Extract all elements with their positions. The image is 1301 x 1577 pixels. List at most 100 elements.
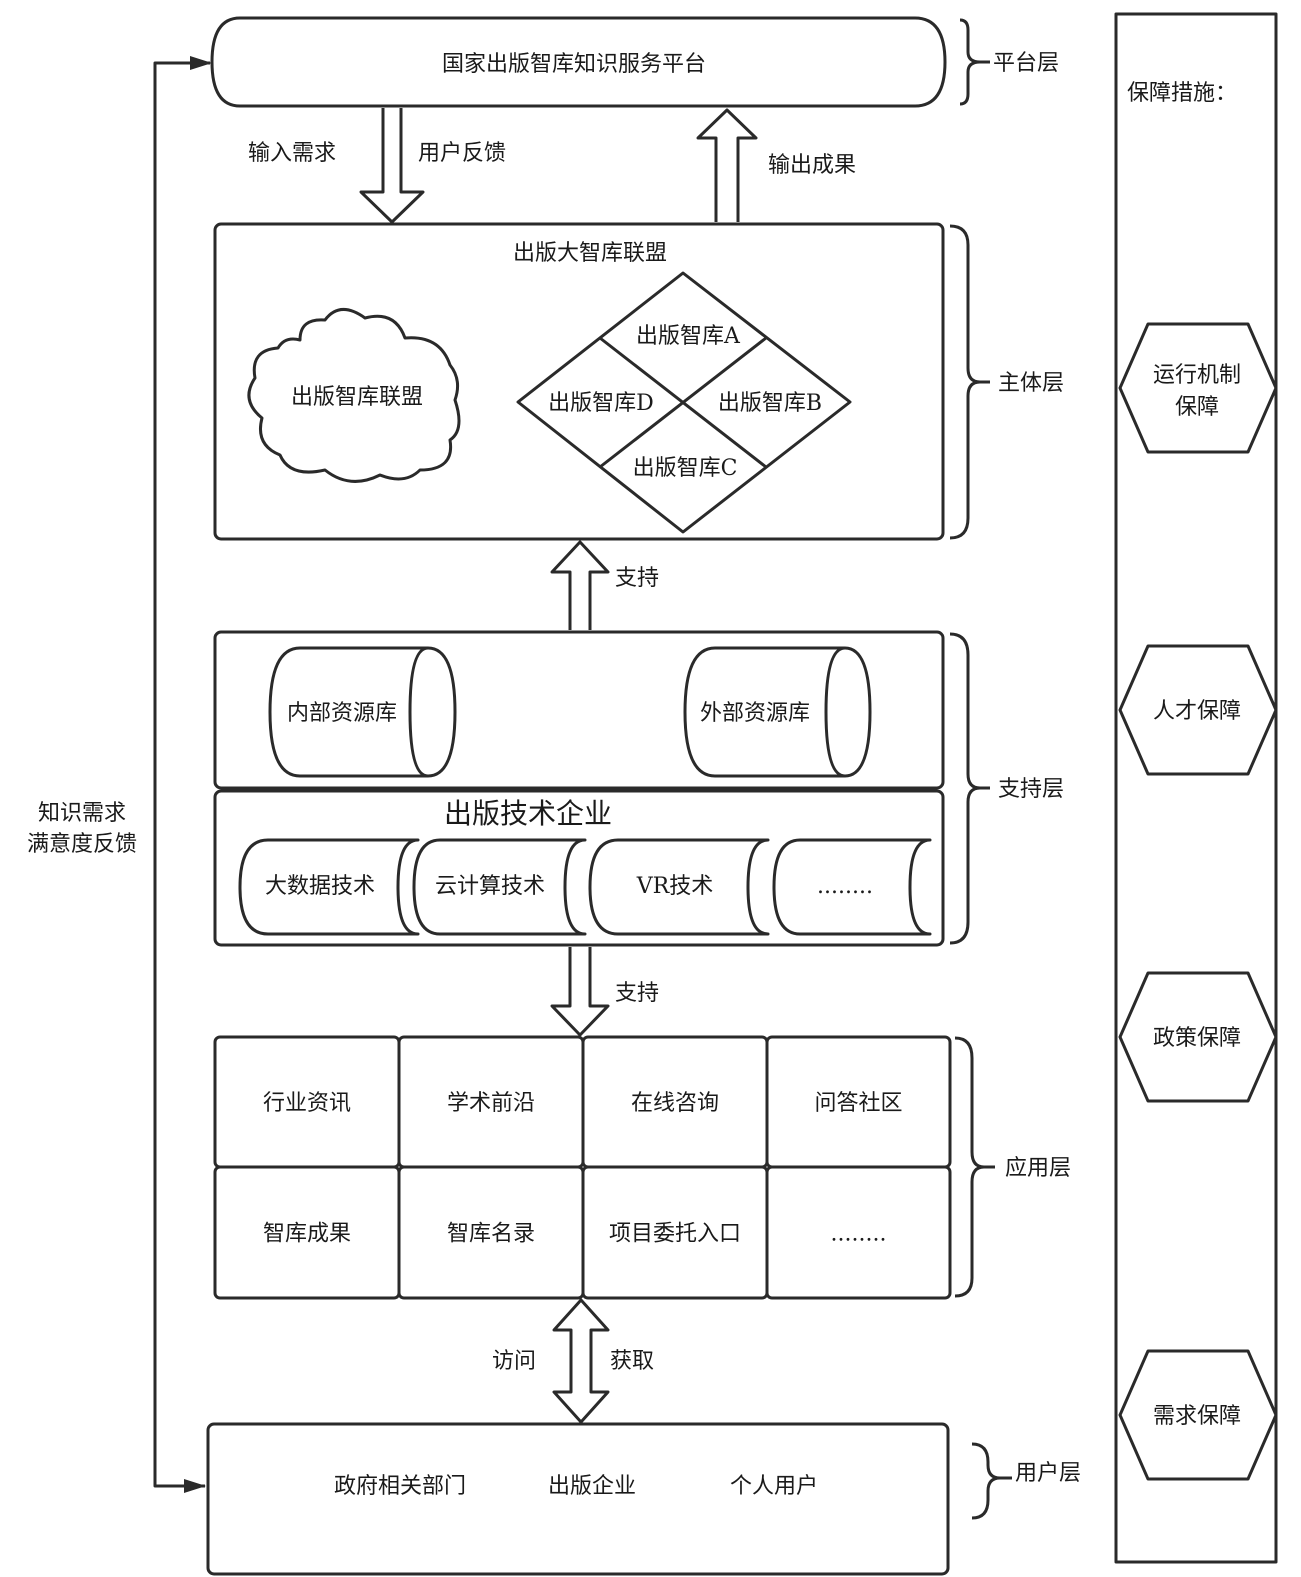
- platform-layer-label: 平台层: [993, 51, 1059, 76]
- cloud-label: 出版智库联盟: [291, 385, 423, 410]
- tech-item-label: 大数据技术: [265, 874, 375, 899]
- support-layer: 内部资源库 外部资源库 出版技术企业 大数据技术 云计算技术 VR技术: [213, 630, 1064, 947]
- application-cell-label: ........: [831, 1222, 887, 1247]
- down-arrow-icon: [359, 108, 425, 224]
- brace-icon: [971, 1442, 1002, 1520]
- support-layer-label: 支持层: [998, 777, 1064, 802]
- safeguard-label: 人才保障: [1153, 699, 1241, 724]
- access-arrow: 访问 获取: [492, 1298, 654, 1424]
- tech-enterprise-title: 出版技术企业: [444, 797, 612, 830]
- think-tank-c[interactable]: 出版智库C: [633, 456, 738, 481]
- safeguard-item[interactable]: 需求保障: [1118, 1349, 1278, 1481]
- application-cell[interactable]: 行业资讯: [213, 1035, 401, 1169]
- application-cell[interactable]: 项目委托入口: [581, 1165, 769, 1300]
- brace-icon: [954, 1036, 986, 1298]
- application-cell[interactable]: ........: [765, 1165, 952, 1300]
- subject-title: 出版大智库联盟: [513, 241, 667, 266]
- brace-icon: [949, 224, 982, 540]
- hexagon-shape: [1118, 971, 1278, 1103]
- brace-icon: [949, 632, 982, 945]
- tech-items: 大数据技术 云计算技术 VR技术 ........: [238, 838, 932, 936]
- platform-title: 国家出版智库知识服务平台: [442, 52, 706, 77]
- subject-layer: 出版大智库联盟 出版智库联盟 出版智库A 出版智库B 出版智库C 出版智库D 主…: [213, 222, 1064, 541]
- think-tank-diamond: 出版智库A 出版智库B 出版智库C 出版智库D: [516, 271, 852, 534]
- user-government[interactable]: 政府相关部门: [334, 1474, 466, 1499]
- think-tank-a[interactable]: 出版智库A: [636, 324, 741, 349]
- input-demand-label: 输入需求: [248, 141, 336, 166]
- access-label: 访问: [492, 1349, 536, 1374]
- tech-item-label: 云计算技术: [435, 874, 545, 899]
- safeguard-label: 政策保障: [1153, 1026, 1241, 1051]
- down-arrow-icon: [550, 947, 610, 1037]
- safeguard-label: 保障: [1175, 395, 1219, 420]
- feedback-loop-line: [153, 61, 210, 1488]
- user-publisher[interactable]: 出版企业: [548, 1474, 636, 1499]
- user-feedback-label: 用户反馈: [418, 141, 506, 166]
- output-results-label: 输出成果: [768, 153, 856, 178]
- subject-layer-label: 主体层: [998, 371, 1064, 396]
- internal-database-label: 内部资源库: [287, 701, 397, 726]
- platform-box[interactable]: [210, 16, 947, 108]
- tech-item[interactable]: VR技术: [588, 838, 770, 936]
- user-layer: 政府相关部门 出版企业 个人用户 用户层: [206, 1422, 1081, 1576]
- output-arrow: 输出成果: [696, 108, 856, 222]
- feedback-label-line2: 满意度反馈: [27, 832, 137, 857]
- application-cell-label: 项目委托入口: [609, 1222, 741, 1247]
- feedback-label-line1: 知识需求: [38, 801, 126, 826]
- support-arrow-up: 支持: [550, 540, 659, 630]
- application-cell-label: 行业资讯: [263, 1091, 351, 1116]
- hexagon-shape: [1118, 644, 1278, 776]
- arrowhead-icon: [184, 1479, 206, 1493]
- application-cell-label: 问答社区: [814, 1091, 902, 1116]
- tech-item-label: VR技术: [636, 874, 713, 899]
- application-layer-label: 应用层: [1005, 1156, 1071, 1181]
- feedback-loop: 知识需求 满意度反馈: [20, 56, 212, 1493]
- tech-item[interactable]: 大数据技术: [238, 838, 420, 936]
- application-cell[interactable]: 智库名录: [397, 1165, 585, 1300]
- support-arrow-down: 支持: [550, 947, 659, 1037]
- application-cell[interactable]: 智库成果: [213, 1165, 401, 1300]
- application-cell-label: 智库名录: [447, 1222, 535, 1247]
- obtain-label: 获取: [610, 1349, 654, 1374]
- external-database[interactable]: 外部资源库: [683, 646, 872, 778]
- support-label-1: 支持: [615, 566, 659, 591]
- think-tank-d[interactable]: 出版智库D: [548, 391, 654, 416]
- support-label-2: 支持: [615, 981, 659, 1006]
- safeguard-item[interactable]: 人才保障: [1118, 644, 1278, 776]
- user-layer-label: 用户层: [1015, 1461, 1081, 1486]
- input-arrow: 输入需求 用户反馈: [248, 108, 506, 224]
- safeguard-item[interactable]: 政策保障: [1118, 971, 1278, 1103]
- user-box: [206, 1422, 950, 1576]
- brace-icon: [959, 18, 982, 106]
- application-cell-label: 学术前沿: [447, 1091, 535, 1116]
- tech-item[interactable]: 云计算技术: [412, 838, 587, 936]
- tech-item-label: ........: [817, 874, 873, 899]
- safeguard-label: 运行机制: [1153, 363, 1241, 388]
- think-tank-b[interactable]: 出版智库B: [718, 391, 822, 416]
- user-individual[interactable]: 个人用户: [730, 1474, 818, 1499]
- application-cell[interactable]: 在线咨询: [581, 1035, 769, 1169]
- platform-layer: 国家出版智库知识服务平台 平台层: [210, 16, 1059, 108]
- up-arrow-icon: [550, 540, 610, 630]
- cloud-shape[interactable]: [247, 308, 461, 483]
- application-cell-label: 智库成果: [263, 1222, 351, 1247]
- double-arrow-icon: [552, 1298, 610, 1424]
- internal-database[interactable]: 内部资源库: [268, 646, 457, 778]
- arrowhead-icon: [190, 56, 212, 70]
- tech-item[interactable]: ........: [772, 838, 932, 936]
- hexagon-shape: [1118, 1349, 1278, 1481]
- hexagon-shape: [1118, 322, 1278, 454]
- application-cell[interactable]: 学术前沿: [397, 1035, 585, 1169]
- safeguards-box: [1114, 12, 1278, 1564]
- application-cell[interactable]: 问答社区: [765, 1035, 952, 1169]
- external-database-label: 外部资源库: [700, 701, 810, 726]
- safeguard-label: 需求保障: [1153, 1404, 1241, 1429]
- application-cell-label: 在线咨询: [631, 1091, 719, 1116]
- up-arrow-icon: [696, 108, 758, 222]
